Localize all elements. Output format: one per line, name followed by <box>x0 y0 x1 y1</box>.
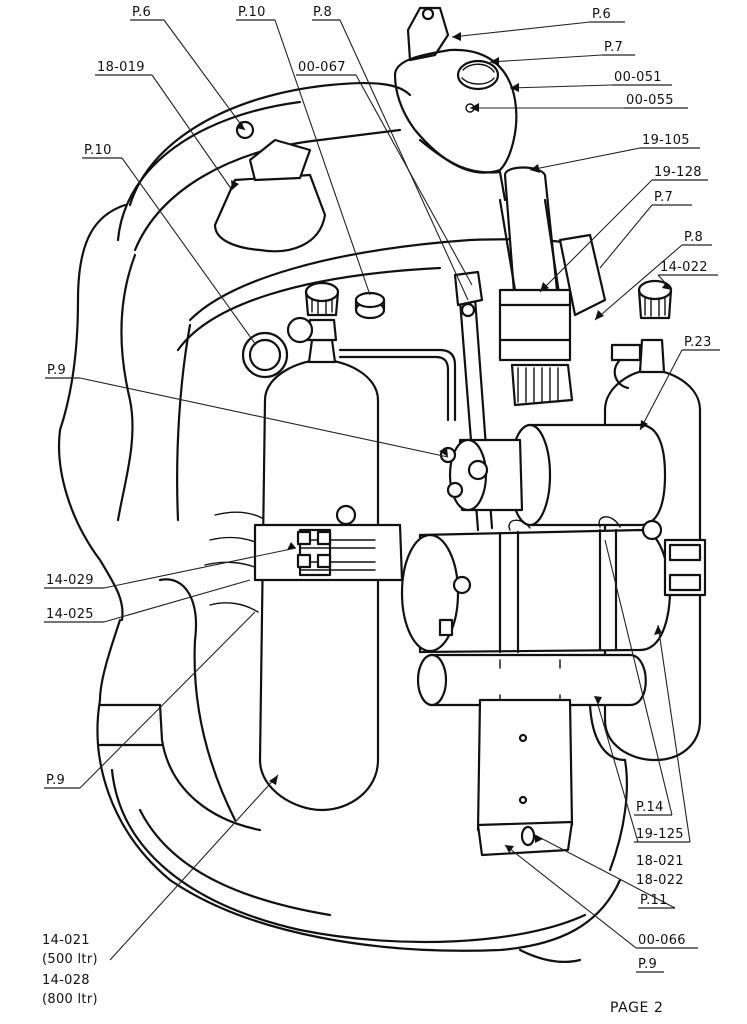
label-p9-bottom-right: P.9 <box>638 957 657 972</box>
co2-scrubber-canister <box>400 516 707 654</box>
diver-body-outline <box>58 81 628 964</box>
label-19-105: 19-105 <box>642 133 690 148</box>
label-800-ltr: (800 ltr) <box>42 992 98 1007</box>
label-14-029: 14-029 <box>46 573 94 588</box>
label-p10-left: P.10 <box>84 143 112 158</box>
label-p8-mid-right: P.8 <box>684 230 703 245</box>
helmet <box>393 6 518 202</box>
label-18-021: 18-021 <box>636 854 684 869</box>
leader-lines <box>44 19 720 973</box>
label-p7-top-right: P.7 <box>604 40 623 55</box>
label-18-019: 18-019 <box>97 60 145 75</box>
label-p7-mid-right: P.7 <box>654 190 673 205</box>
label-14-022: 14-022 <box>660 260 708 275</box>
page-number: PAGE 2 <box>610 1000 664 1016</box>
callout-labels: P.6 P.10 P.8 P.6 18-019 00-067 P.7 00-05… <box>42 5 712 1016</box>
label-14-025: 14-025 <box>46 607 94 622</box>
top-knob <box>354 291 386 320</box>
label-19-125: 19-125 <box>636 827 684 842</box>
label-p9-left-lower: P.9 <box>46 773 65 788</box>
lower-bottle-and-block <box>416 653 647 857</box>
label-14-028: 14-028 <box>42 973 90 988</box>
label-00-066: 00-066 <box>638 933 686 948</box>
label-p14: P.14 <box>636 800 664 815</box>
label-500-ltr: (500 ltr) <box>42 952 98 967</box>
label-00-055: 00-055 <box>626 93 674 108</box>
harness-connector <box>453 166 607 532</box>
label-p8-top: P.8 <box>313 5 332 20</box>
label-19-128: 19-128 <box>654 165 702 180</box>
label-p9-left-upper: P.9 <box>47 363 66 378</box>
valve-housing-18-019 <box>213 120 327 253</box>
left-gas-cylinder <box>241 281 457 812</box>
label-18-022: 18-022 <box>636 873 684 888</box>
label-00-051: 00-051 <box>614 70 662 85</box>
label-p10-top: P.10 <box>238 5 266 20</box>
label-p23: P.23 <box>684 335 712 350</box>
cylinder-band-14-029 <box>253 504 404 582</box>
regulator-canister <box>439 423 667 527</box>
label-p6-top-right: P.6 <box>592 7 611 22</box>
label-p11: P.11 <box>640 893 668 908</box>
label-00-067: 00-067 <box>298 60 346 75</box>
label-14-021: 14-021 <box>42 933 90 948</box>
label-p6-top-left: P.6 <box>132 5 151 20</box>
